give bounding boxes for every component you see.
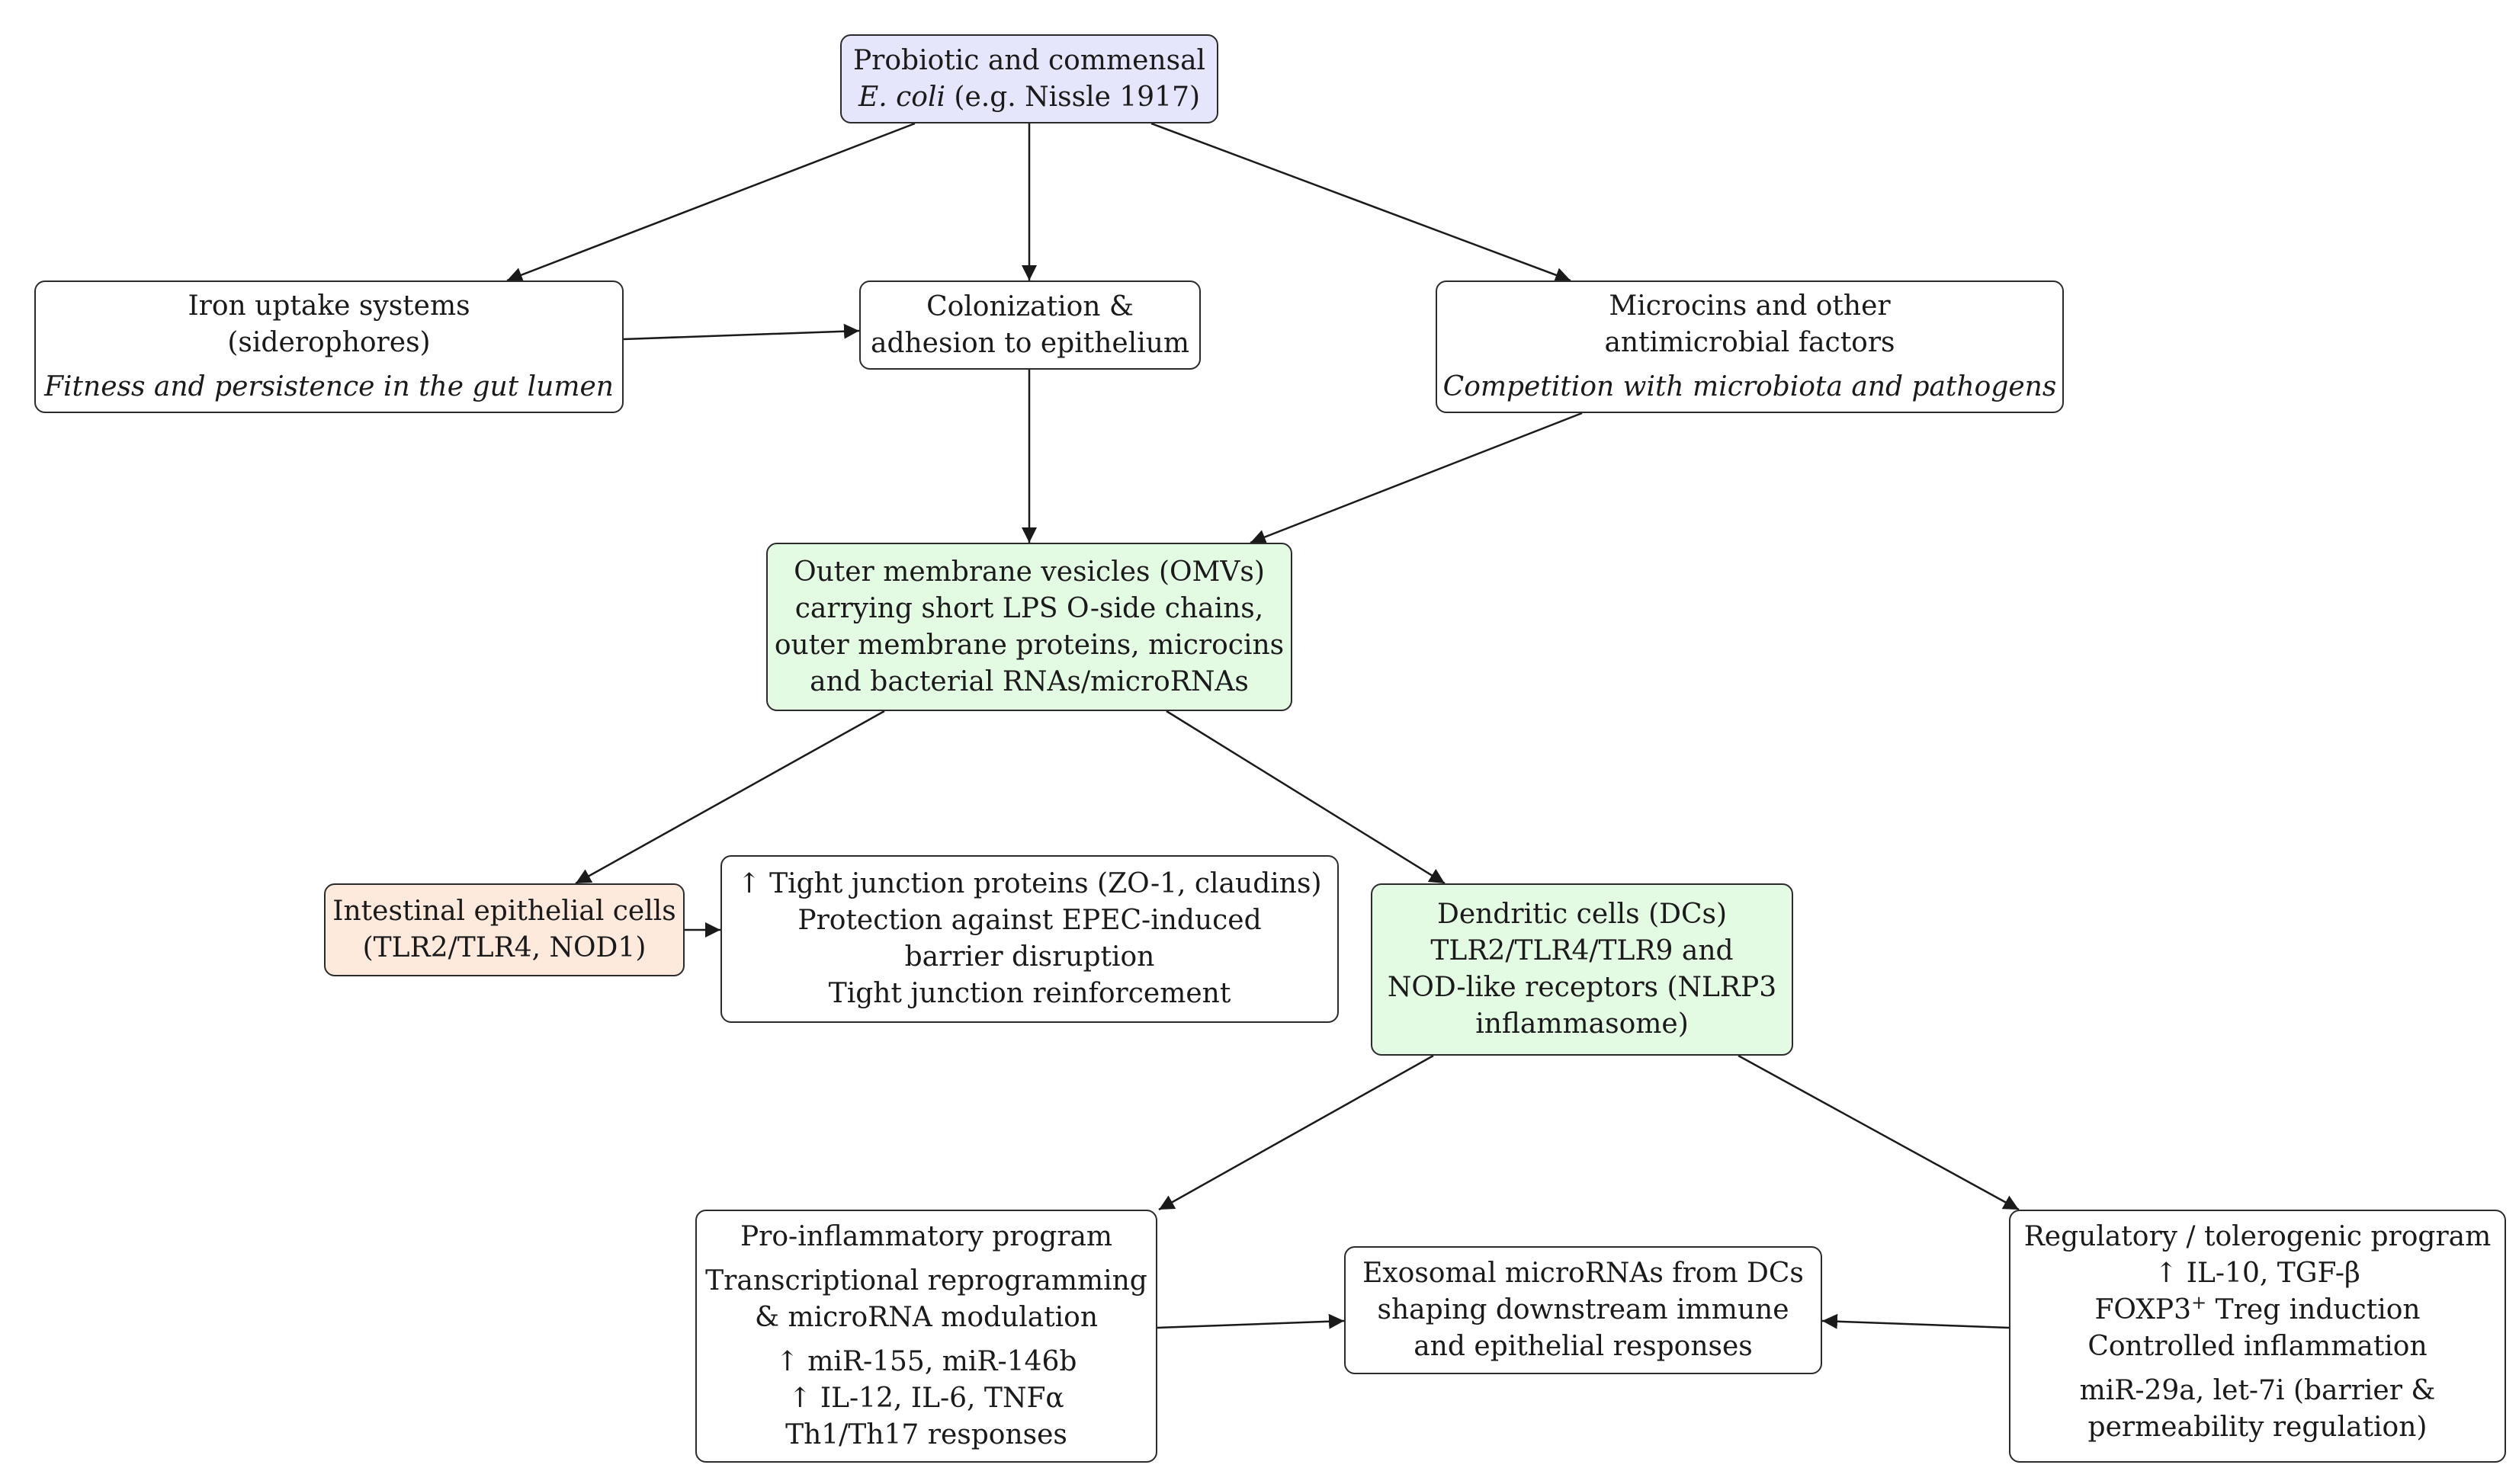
edge-dc-pro (1158, 1054, 1434, 1211)
node-exosomal-micrornas: Exosomal microRNAs from DCs shaping down… (1344, 1246, 1822, 1374)
node-pro-inflammatory: Pro-inflammatory program Transcriptional… (695, 1210, 1157, 1463)
node-label: (TLR2/TLR4, NOD1) (362, 932, 647, 963)
edge-dc-reg (1738, 1054, 2020, 1211)
foxp3-label: FOXP3 (2094, 1294, 2192, 1325)
node-label: TLR2/TLR4/TLR9 and (1430, 935, 1734, 966)
node-regulatory: Regulatory / tolerogenic program ↑ IL-10… (2009, 1210, 2506, 1463)
node-label: Outer membrane vesicles (OMVs) (794, 556, 1265, 588)
node-label: adhesion to epithelium (870, 327, 1190, 359)
node-label: Microcins and other (1609, 290, 1891, 322)
node-microcins: Microcins and other antimicrobial factor… (1436, 280, 2064, 413)
node-label: shaping downstream immune (1377, 1294, 1789, 1325)
node-label: ↑ IL-10, TGF-β (2155, 1258, 2360, 1289)
node-omvs: Outer membrane vesicles (OMVs) carrying … (766, 543, 1292, 711)
node-label: and epithelial responses (1414, 1331, 1753, 1362)
edge-microcins-omv (1250, 412, 1583, 545)
node-label: ↑ IL-12, IL-6, TNFα (788, 1383, 1064, 1414)
node-label: Iron uptake systems (188, 290, 470, 322)
node-label: and bacterial RNAs/microRNAs (810, 665, 1249, 697)
node-label: barrier disruption (904, 941, 1155, 973)
node-label: miR-29a, let-7i (barrier & (2079, 1375, 2436, 1406)
superscript-plus: + (2191, 1292, 2207, 1313)
edge-reg-exo (1821, 1313, 2010, 1329)
node-epithelial-cells: Intestinal epithelial cells (TLR2/TLR4, … (324, 883, 685, 976)
node-label: Tight junction reinforcement (828, 978, 1231, 1009)
node-sublabel: Fitness and persistence in the gut lumen (44, 371, 614, 402)
node-ecoli-source: Probiotic and commensal E. coli (e.g. Ni… (840, 34, 1218, 123)
node-label: Protection against EPEC-induced (797, 905, 1262, 936)
node-sublabel: Competition with microbiota and pathogen… (1442, 371, 2057, 402)
node-label: Regulatory / tolerogenic program (2023, 1221, 2492, 1252)
node-tight-junction: ↑ Tight junction proteins (ZO-1, claudin… (720, 855, 1339, 1023)
strain-label: (e.g. Nissle 1917) (945, 81, 1201, 113)
node-label: inflammasome) (1475, 1008, 1689, 1040)
edge-source-iron (506, 122, 916, 283)
node-label: Colonization & (926, 290, 1134, 322)
node-colonization: Colonization & adhesion to epithelium (859, 280, 1201, 370)
node-label: Transcriptional reprogramming (705, 1265, 1147, 1296)
edge-pro-exo (1157, 1313, 1345, 1329)
node-label: Pro-inflammatory program (740, 1221, 1113, 1252)
edge-omv-iec (575, 710, 885, 885)
node-label: carrying short LPS O-side chains, (794, 592, 1264, 624)
node-label: E. coli (e.g. Nissle 1917) (858, 79, 1200, 116)
node-label: permeability regulation) (2087, 1412, 2428, 1443)
node-label: Dendritic cells (DCs) (1436, 899, 1728, 930)
node-dendritic-cells: Dendritic cells (DCs) TLR2/TLR4/TLR9 and… (1371, 883, 1793, 1056)
node-label: NOD-like receptors (NLRP3 (1387, 972, 1777, 1003)
node-label: ↑ miR-155, miR-146b (775, 1346, 1077, 1377)
node-iron-uptake: Iron uptake systems (siderophores) Fitne… (34, 280, 624, 413)
node-label: Th1/Th17 responses (785, 1419, 1067, 1450)
edge-iron-colonization (623, 323, 860, 341)
node-label: FOXP3+ Treg induction (2094, 1292, 2420, 1329)
edge-source-microcins (1150, 122, 1571, 283)
node-label: Controlled inflammation (2087, 1331, 2428, 1362)
treg-label: Treg induction (2206, 1294, 2421, 1325)
node-label: ↑ Tight junction proteins (ZO-1, claudin… (737, 868, 1322, 899)
edge-omv-dc (1166, 710, 1446, 885)
node-label: antimicrobial factors (1604, 327, 1895, 358)
node-label: & microRNA modulation (754, 1302, 1099, 1333)
node-label: Probiotic and commensal (852, 44, 1206, 76)
node-label: outer membrane proteins, microcins (774, 629, 1285, 661)
species-name: E. coli (858, 81, 945, 113)
node-label: (siderophores) (227, 327, 431, 358)
node-label: Exosomal microRNAs from DCs (1362, 1258, 1804, 1289)
node-label: Intestinal epithelial cells (332, 896, 676, 927)
